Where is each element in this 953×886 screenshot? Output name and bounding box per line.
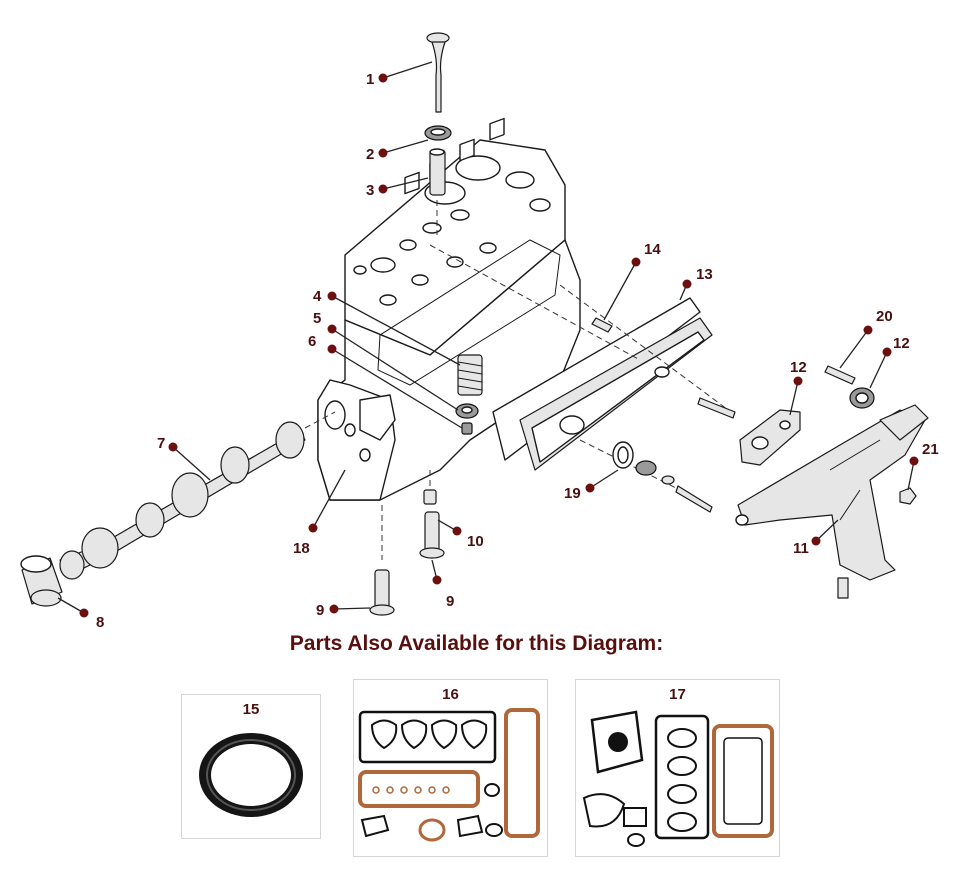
stud [591, 317, 613, 333]
engine-block [317, 117, 581, 501]
camshaft [59, 411, 336, 580]
kit-15-card[interactable]: 15 [181, 694, 321, 839]
valve-spring-group [455, 354, 483, 435]
manifold [735, 404, 929, 599]
callout-10: 10 [467, 533, 484, 550]
kit-17-card[interactable]: 17 [575, 679, 780, 857]
gasket-set-17-image [582, 710, 774, 847]
nut [899, 487, 917, 505]
manifold-gasket-right [824, 365, 875, 409]
callout-11: 11 [793, 540, 809, 557]
callout-12-left: 12 [790, 359, 807, 376]
callout-9-bottom: 9 [316, 602, 324, 619]
exploded-engine-diagram: 1 2 3 4 5 6 7 8 9 9 10 11 12 12 13 14 18… [20, 32, 939, 631]
kit-16-card[interactable]: 16 [353, 679, 548, 857]
callout-14: 14 [644, 241, 661, 258]
oil-seal-image [199, 733, 303, 817]
kit-15-number: 15 [242, 701, 260, 718]
callout-labels: 1 2 3 4 5 6 7 8 9 9 10 11 12 12 13 14 18… [96, 71, 939, 631]
callout-4: 4 [313, 288, 322, 305]
cover-bolt-group [612, 397, 736, 513]
kit-16-number: 16 [442, 686, 459, 703]
callout-7: 7 [157, 435, 165, 452]
callout-leaders [57, 61, 915, 614]
callout-2: 2 [366, 146, 374, 163]
manifold-gasket-left [739, 409, 801, 466]
cam-bearing [20, 555, 63, 607]
tappets [369, 470, 445, 616]
callout-18: 18 [293, 540, 310, 557]
callout-3: 3 [366, 182, 374, 199]
also-available-heading: Parts Also Available for this Diagram: [289, 632, 664, 655]
kit-17-number: 17 [669, 686, 686, 703]
valve-stack [424, 32, 452, 235]
callout-20: 20 [876, 308, 893, 325]
callout-5: 5 [313, 310, 321, 327]
callout-1: 1 [366, 71, 374, 88]
side-cover [429, 244, 736, 501]
callout-dots [79, 73, 919, 618]
callout-8: 8 [96, 614, 104, 631]
callout-6: 6 [308, 333, 316, 350]
gasket-set-16-image [358, 708, 540, 842]
callout-19: 19 [564, 485, 581, 502]
callout-9-middle: 9 [446, 593, 454, 610]
callout-12-right: 12 [893, 335, 910, 352]
callout-21: 21 [922, 441, 939, 458]
callout-13: 13 [696, 266, 713, 283]
